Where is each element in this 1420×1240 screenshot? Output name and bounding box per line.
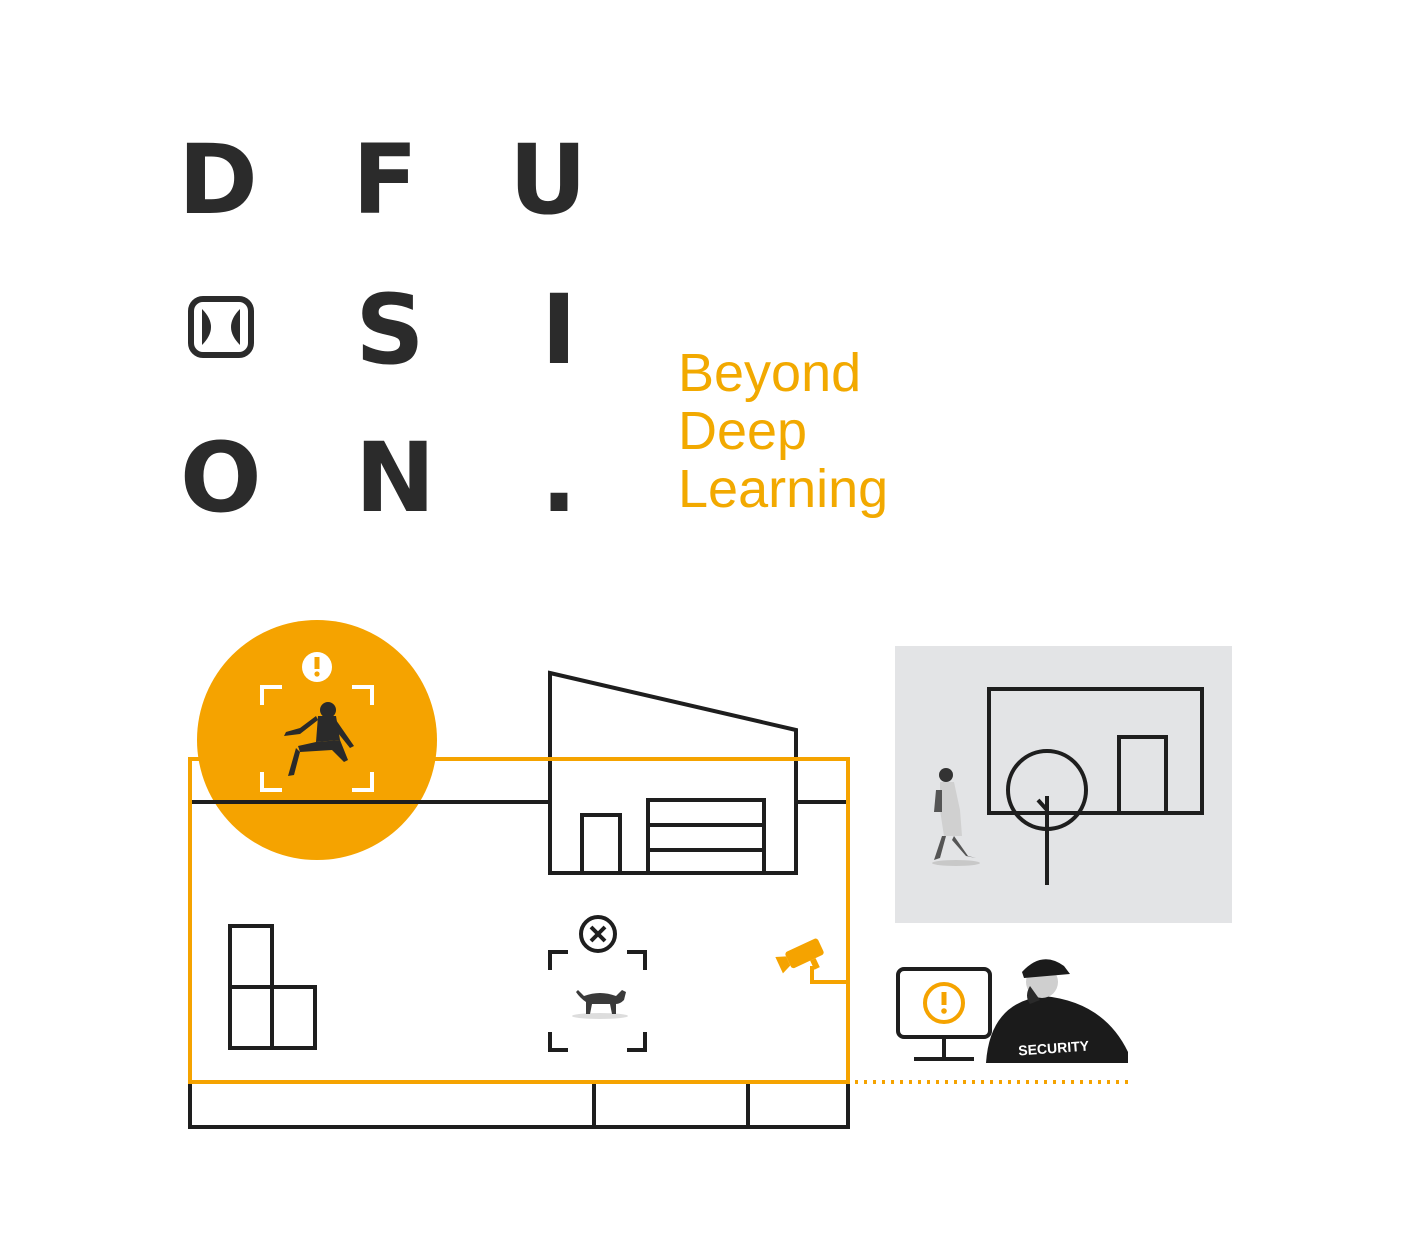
stacked-boxes bbox=[228, 924, 317, 1050]
monitor-icon bbox=[896, 967, 992, 1061]
walking-person-figure bbox=[932, 768, 980, 866]
tagline-line-2: Deep bbox=[678, 401, 808, 461]
intruder-figure bbox=[284, 702, 354, 776]
security-camera-icon bbox=[775, 938, 846, 984]
logo-letter-i: I bbox=[541, 274, 577, 386]
cat-focus-brackets bbox=[548, 950, 647, 1052]
logo-dot: . bbox=[540, 422, 578, 534]
tagline-line-3: Learning bbox=[678, 459, 889, 519]
logo-letter-n: N bbox=[355, 422, 436, 534]
intruder-focus-brackets bbox=[260, 685, 374, 792]
alert-icon bbox=[302, 652, 332, 682]
logo-letter-f: F bbox=[352, 124, 418, 236]
tagline: Beyond Deep Learning bbox=[678, 344, 888, 518]
logo-letter-u: U bbox=[509, 124, 587, 236]
logo-mark-icon bbox=[188, 296, 254, 358]
perimeter-zone bbox=[188, 757, 850, 1084]
reject-icon bbox=[579, 915, 617, 953]
tagline-line-1: Beyond bbox=[678, 343, 862, 403]
logo-letter-d: D bbox=[178, 124, 258, 236]
security-guard-figure: SECURITY bbox=[986, 959, 1128, 1063]
cat-figure bbox=[572, 990, 628, 1019]
security-label: SECURITY bbox=[1018, 1038, 1090, 1059]
camera-view-panel bbox=[895, 646, 1232, 923]
site-plan bbox=[188, 800, 850, 1129]
logo-letter-o: O bbox=[180, 422, 262, 534]
house bbox=[548, 670, 798, 875]
logo-letter-s: S bbox=[355, 274, 425, 386]
